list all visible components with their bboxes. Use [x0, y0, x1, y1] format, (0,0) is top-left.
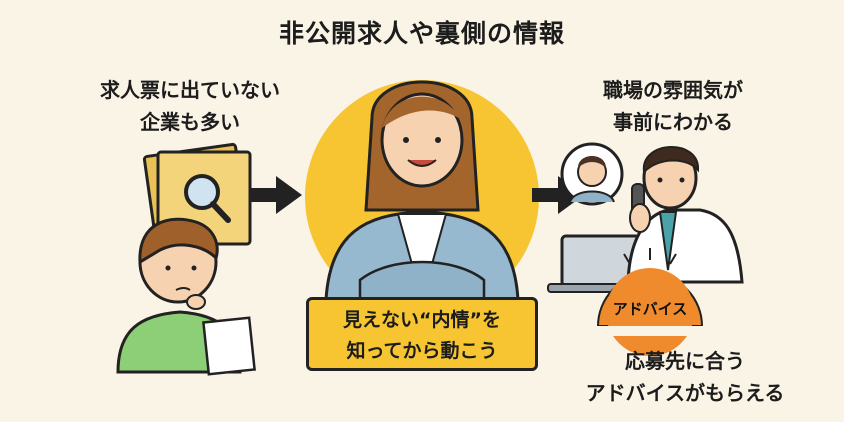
advice-badge — [596, 248, 704, 356]
left-caption-line1: 求人票に出ていない — [100, 78, 280, 102]
right-caption-line2: 事前にわかる — [613, 110, 733, 134]
advisor-woman-illustration — [305, 80, 539, 314]
advice-caption: 応募先に合う アドバイスがもらえる — [540, 345, 830, 409]
advice-badge-label: アドバイス — [612, 300, 688, 318]
center-message-line1: 見えない“内情”を — [343, 309, 501, 331]
thinking-man-illustration — [116, 217, 256, 376]
colleague-portrait-icon — [560, 142, 624, 206]
center-message-box: 見えない“内情”を 知ってから動こう — [306, 297, 538, 371]
page-title: 非公開求人や裏側の情報 — [278, 19, 565, 48]
advice-caption-line1: 応募先に合う — [625, 349, 745, 373]
right-caption-line1: 職場の雰囲気が — [603, 78, 743, 102]
arrow-right-icon — [250, 176, 302, 214]
left-caption-line2: 企業も多い — [140, 110, 240, 134]
advice-caption-line2: アドバイスがもらえる — [585, 381, 785, 405]
left-caption: 求人票に出ていない 企業も多い — [45, 74, 335, 138]
right-caption: 職場の雰囲気が 事前にわかる — [548, 74, 798, 138]
center-message-line2: 知ってから動こう — [346, 340, 498, 362]
